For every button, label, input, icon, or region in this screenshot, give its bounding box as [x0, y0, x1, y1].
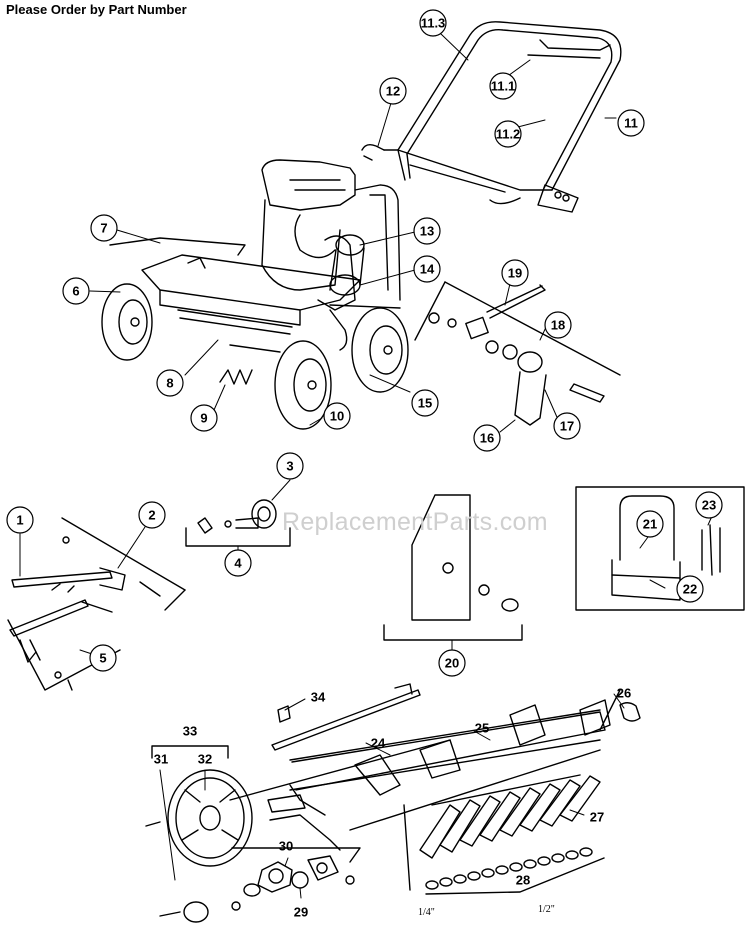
callout-21: 21	[643, 517, 657, 532]
callout-10: 10	[330, 409, 344, 424]
callout-4: 4	[234, 556, 242, 571]
spring	[220, 370, 252, 384]
callout-15: 15	[418, 396, 432, 411]
page-title: Please Order by Part Number	[6, 2, 187, 17]
wheel-bracket-detail	[415, 282, 620, 425]
callout-19: 19	[508, 266, 522, 281]
callout-17: 17	[560, 419, 574, 434]
callout-20: 20	[445, 656, 459, 671]
callout-29: 29	[294, 905, 308, 920]
handle-assembly	[362, 22, 621, 212]
wheels	[102, 284, 408, 429]
reel-assembly	[230, 684, 640, 850]
callout-26: 26	[617, 686, 631, 701]
side-panel-detail	[384, 495, 522, 640]
callout-8: 8	[166, 376, 173, 391]
callout-7: 7	[100, 221, 107, 236]
callout-32: 32	[198, 752, 212, 767]
bearings	[232, 848, 360, 896]
callout-1: 1	[16, 513, 23, 528]
callout-24: 24	[371, 736, 386, 751]
callout-9: 9	[200, 411, 207, 426]
callout-11-3: 11.3	[421, 16, 446, 31]
callout-5: 5	[99, 651, 106, 666]
engine-frame	[110, 160, 400, 352]
callout-11: 11	[624, 116, 638, 131]
callout-labels: 11.3 11.1 11.2 11 12 7 13 14 6 19 18 8 1…	[16, 16, 716, 920]
pulley-detail	[186, 500, 290, 546]
callout-14: 14	[420, 262, 435, 277]
callout-3: 3	[286, 459, 293, 474]
callout-16: 16	[480, 431, 494, 446]
fraction-label-right: 1/2"	[538, 904, 555, 915]
callout-12: 12	[386, 84, 400, 99]
blades-and-spacers	[404, 775, 604, 894]
callout-18: 18	[551, 318, 565, 333]
callout-22: 22	[683, 582, 697, 597]
reel-pulley	[146, 746, 252, 922]
callout-6: 6	[72, 284, 79, 299]
callout-circles	[7, 10, 722, 676]
leader-lines	[20, 34, 712, 898]
callout-31: 31	[154, 752, 168, 767]
callout-27: 27	[590, 810, 604, 825]
watermark: ReplacementParts.com	[282, 508, 548, 536]
callout-2: 2	[148, 508, 155, 523]
callout-13: 13	[420, 224, 434, 239]
callout-33: 33	[183, 724, 197, 739]
callout-11-1: 11.1	[491, 79, 516, 94]
callout-25: 25	[475, 721, 489, 736]
callout-30: 30	[279, 839, 293, 854]
belts	[330, 235, 364, 295]
callout-34: 34	[311, 690, 326, 705]
fraction-label-left: 1/4"	[418, 907, 435, 918]
callout-28: 28	[516, 873, 530, 888]
callout-11-2: 11.2	[496, 127, 521, 142]
callout-23: 23	[702, 498, 716, 513]
